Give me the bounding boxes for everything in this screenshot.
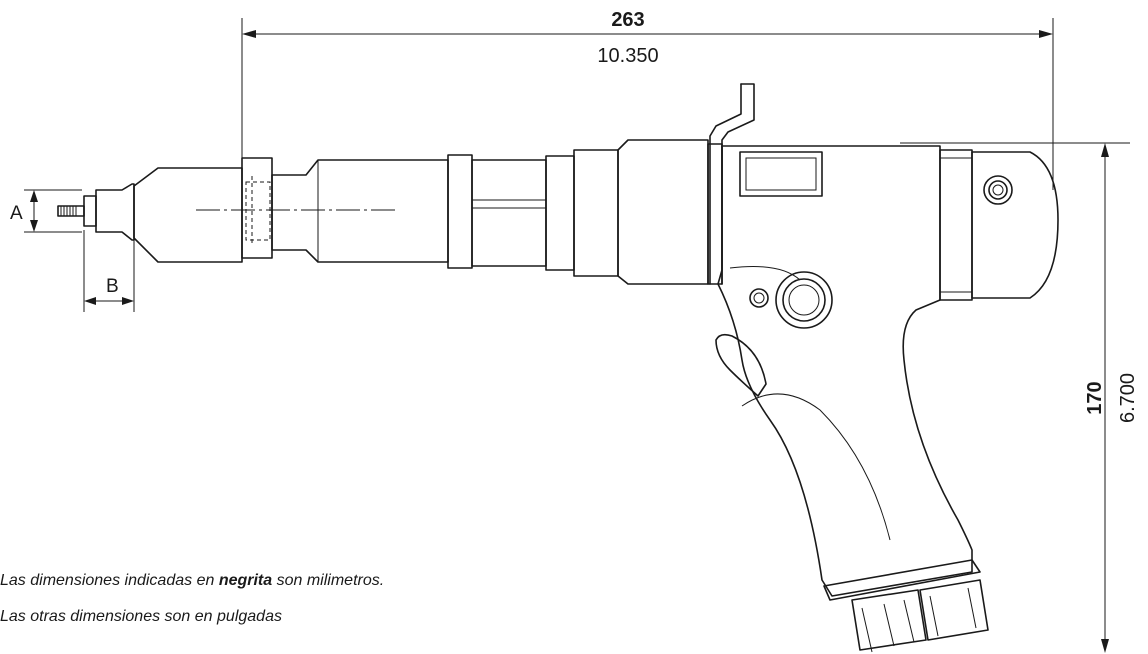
dimension-a: A xyxy=(10,189,82,233)
barrel xyxy=(196,139,709,285)
note-line1-prefix: Las dimensiones indicadas en xyxy=(0,572,219,589)
dimension-b: B xyxy=(83,230,135,312)
note-inches: Las otras dimensiones son en pulgadas xyxy=(0,608,282,626)
label-b: B xyxy=(106,276,119,297)
note-line2: Las otras dimensiones son en pulgadas xyxy=(0,608,282,625)
label-a: A xyxy=(10,203,23,224)
height-dimension: 170 6.700 xyxy=(900,142,1139,653)
rear-cap xyxy=(939,149,1059,301)
note-line1-bold: negrita xyxy=(218,572,273,589)
height-mm-label: 170 xyxy=(1084,381,1106,414)
note-line1-suffix: son milimetros. xyxy=(272,572,385,589)
height-inch-label: 6.700 xyxy=(1117,373,1139,423)
length-mm-label: 263 xyxy=(611,9,644,31)
tool-body xyxy=(707,143,981,601)
nose-assembly xyxy=(57,167,243,263)
note-millimetres: Las dimensiones indicadas en negrita son… xyxy=(0,572,384,590)
air-fittings xyxy=(851,579,989,653)
length-inch-label: 10.350 xyxy=(597,45,658,67)
hanger-hook xyxy=(709,83,755,285)
length-dimension: 263 10.350 xyxy=(241,9,1054,190)
